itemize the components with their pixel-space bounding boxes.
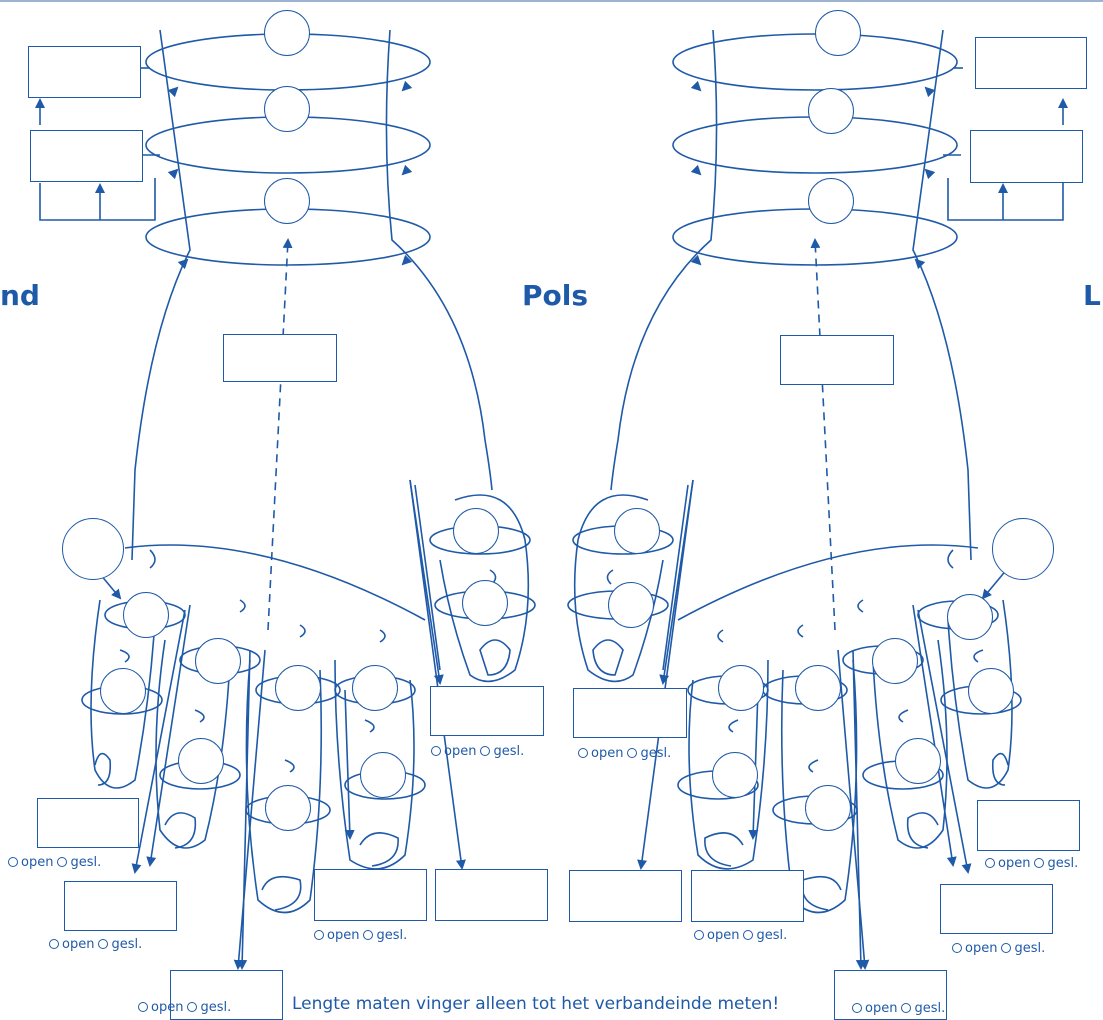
left-finger-circle[interactable] (100, 668, 146, 714)
right-finger-circle[interactable] (872, 638, 918, 684)
right-finger-circle[interactable] (895, 738, 941, 784)
left-hand-length-box[interactable] (223, 334, 337, 382)
right-wrist-box-top[interactable] (975, 37, 1087, 89)
right-wrist-circle-3[interactable] (808, 178, 854, 224)
left-finger-circle[interactable] (275, 665, 321, 711)
radio-open[interactable] (694, 930, 704, 940)
left-index-finger-box[interactable] (314, 869, 427, 921)
left-finger-circle[interactable] (265, 785, 311, 831)
left-thumb-circle[interactable] (462, 580, 508, 626)
left-hand-title: nd (0, 279, 40, 312)
left-thumb-base-circle[interactable] (62, 518, 124, 580)
right-wrist-circle-1[interactable] (815, 10, 861, 56)
right-wrist-circle-2[interactable] (808, 88, 854, 134)
left-extra-box[interactable] (435, 869, 548, 921)
right-finger-circle[interactable] (947, 594, 993, 640)
left-wrist-box-middle[interactable] (30, 130, 143, 182)
radio-closed[interactable] (901, 1003, 912, 1013)
radio-open[interactable] (852, 1003, 862, 1013)
radio-closed[interactable] (743, 930, 754, 940)
right-hand-title: Li (1083, 279, 1103, 312)
radio-closed[interactable] (1001, 943, 1012, 953)
right-little-finger-box[interactable] (977, 800, 1080, 851)
left-finger-circle[interactable] (178, 738, 224, 784)
right-finger-circle[interactable] (712, 752, 758, 798)
radio-open[interactable] (952, 943, 962, 953)
radio-open[interactable] (8, 857, 18, 867)
right-thumb-circle[interactable] (608, 582, 654, 628)
left-wrist-box-top[interactable] (28, 46, 141, 98)
left-thumb-circle[interactable] (453, 508, 499, 554)
radio-closed[interactable] (98, 939, 109, 949)
radio-closed[interactable] (363, 930, 374, 940)
wrist-title: Pols (522, 279, 589, 312)
left-ring-finger-box[interactable] (64, 881, 177, 931)
right-ring-finger-box[interactable] (940, 884, 1053, 934)
right-finger-circle[interactable] (718, 665, 764, 711)
radio-closed[interactable] (1034, 858, 1045, 868)
footer-note: Lengte maten vinger alleen tot het verba… (292, 994, 780, 1014)
left-wrist-circle-1[interactable] (264, 10, 310, 56)
right-thumb-circle[interactable] (614, 508, 660, 554)
radio-open[interactable] (985, 858, 995, 868)
right-extra-box[interactable] (569, 870, 682, 922)
right-wrist-box-middle[interactable] (970, 130, 1083, 183)
right-thumb-base-circle[interactable] (992, 518, 1054, 580)
left-wrist-circle-2[interactable] (264, 86, 310, 132)
left-wrist-circle-3[interactable] (264, 178, 310, 224)
left-thumb-length-box[interactable] (430, 686, 544, 736)
left-finger-circle[interactable] (360, 752, 406, 798)
left-finger-circle[interactable] (195, 638, 241, 684)
left-finger-circle[interactable] (123, 592, 169, 638)
right-finger-circle[interactable] (968, 668, 1014, 714)
radio-closed[interactable] (627, 748, 638, 758)
right-thumb-length-box[interactable] (573, 688, 687, 738)
right-index-finger-box[interactable] (691, 870, 804, 922)
right-finger-circle[interactable] (805, 785, 851, 831)
radio-open[interactable] (138, 1002, 148, 1012)
radio-open[interactable] (49, 939, 59, 949)
right-finger-circle[interactable] (795, 665, 841, 711)
left-finger-circle[interactable] (352, 665, 398, 711)
radio-open[interactable] (578, 748, 588, 758)
top-border (0, 0, 1103, 2)
radio-open[interactable] (314, 930, 324, 940)
radio-open[interactable] (431, 746, 441, 756)
radio-closed[interactable] (187, 1002, 198, 1012)
right-hand-length-box[interactable] (780, 335, 894, 385)
radio-closed[interactable] (57, 857, 68, 867)
left-little-finger-box[interactable] (37, 798, 139, 848)
radio-closed[interactable] (480, 746, 491, 756)
